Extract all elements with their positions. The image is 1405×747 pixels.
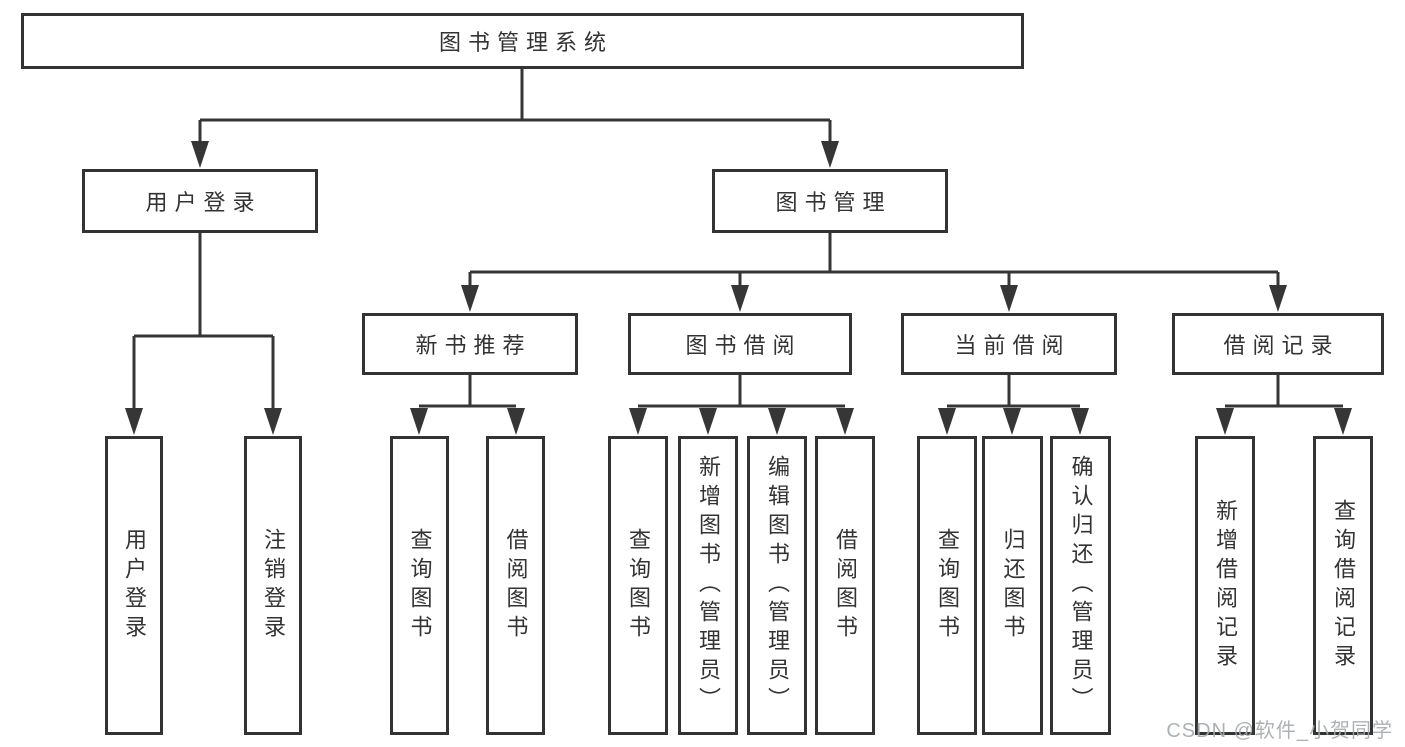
leaf-label: 查询借阅记录 [1331, 498, 1356, 673]
arrow-down-icon [1269, 285, 1287, 312]
connector-lines [132, 69, 1343, 410]
arrow-down-icon [410, 408, 428, 435]
arrow-down-icon [821, 141, 839, 168]
leaf-user-login: 用户登录 [105, 436, 163, 735]
node-label: 图书管理 [775, 190, 892, 215]
leaf-label: 查询图书 [626, 527, 651, 644]
arrow-down-icon [836, 408, 854, 435]
leaf-cb-query-books: 查询图书 [917, 436, 977, 735]
leaf-label: 借阅图书 [503, 527, 529, 644]
leaf-label: 查询图书 [935, 527, 960, 644]
arrow-down-icon [1216, 408, 1234, 435]
leaf-label: 编辑图书（管理员） [765, 455, 790, 716]
leaf-rec-borrow-books: 借阅图书 [486, 436, 545, 735]
csdn-watermark: CSDN @软件_小贺同学 [1166, 720, 1393, 742]
arrow-down-icon [1334, 408, 1352, 435]
node-label: 图书管理系统 [438, 30, 613, 55]
leaf-logout: 注销登录 [244, 436, 302, 735]
node-label: 新书推荐 [415, 333, 532, 358]
arrow-down-icon [629, 408, 647, 435]
leaf-label: 用户登录 [122, 527, 147, 644]
leaf-br-add-record: 新增借阅记录 [1195, 436, 1255, 735]
node-book-borrowing: 图书借阅 [628, 313, 852, 375]
arrow-down-icon [125, 408, 143, 435]
node-label: 图书借阅 [685, 333, 802, 358]
leaf-rec-query-books: 查询图书 [390, 436, 449, 735]
leaf-label: 借阅图书 [833, 527, 858, 644]
leaf-label: 确认归还（管理员） [1068, 455, 1094, 716]
node-new-book-recommend: 新书推荐 [362, 313, 578, 375]
node-label: 借阅记录 [1223, 333, 1340, 358]
arrow-down-icon [731, 285, 749, 312]
node-book-management: 图书管理 [712, 169, 948, 233]
leaf-cb-return-books: 归还图书 [982, 436, 1043, 735]
arrow-down-icon [1071, 408, 1089, 435]
leaf-bb-add-books-admin: 新增图书（管理员） [678, 436, 738, 735]
node-label: 用户登录 [145, 190, 262, 215]
leaf-label: 注销登录 [261, 527, 286, 644]
arrow-down-icon [699, 408, 717, 435]
arrow-down-icon [1003, 408, 1021, 435]
leaf-label: 查询图书 [407, 527, 433, 644]
leaf-br-query-record: 查询借阅记录 [1313, 436, 1373, 735]
arrow-down-icon [507, 408, 525, 435]
node-root-system: 图书管理系统 [21, 13, 1024, 69]
node-borrowing-records: 借阅记录 [1172, 313, 1384, 375]
arrow-down-icon [461, 285, 479, 312]
leaf-bb-edit-books-admin: 编辑图书（管理员） [747, 436, 807, 735]
arrow-down-icon [191, 141, 209, 168]
leaf-label: 新增借阅记录 [1213, 498, 1238, 673]
node-label: 当前借阅 [954, 333, 1071, 358]
leaf-bb-query-books: 查询图书 [608, 436, 668, 735]
leaf-label: 归还图书 [1000, 527, 1026, 644]
leaf-cb-confirm-return-admin: 确认归还（管理员） [1050, 436, 1111, 735]
arrow-down-icon [264, 408, 282, 435]
arrow-down-icon [1000, 285, 1018, 312]
leaf-bb-borrow-books: 借阅图书 [815, 436, 875, 735]
node-user-login: 用户登录 [82, 169, 318, 233]
arrow-down-icon [938, 408, 956, 435]
arrowheads [125, 141, 1352, 435]
arrow-down-icon [768, 408, 786, 435]
node-current-borrowing: 当前借阅 [901, 313, 1117, 375]
leaf-label: 新增图书（管理员） [696, 455, 721, 716]
